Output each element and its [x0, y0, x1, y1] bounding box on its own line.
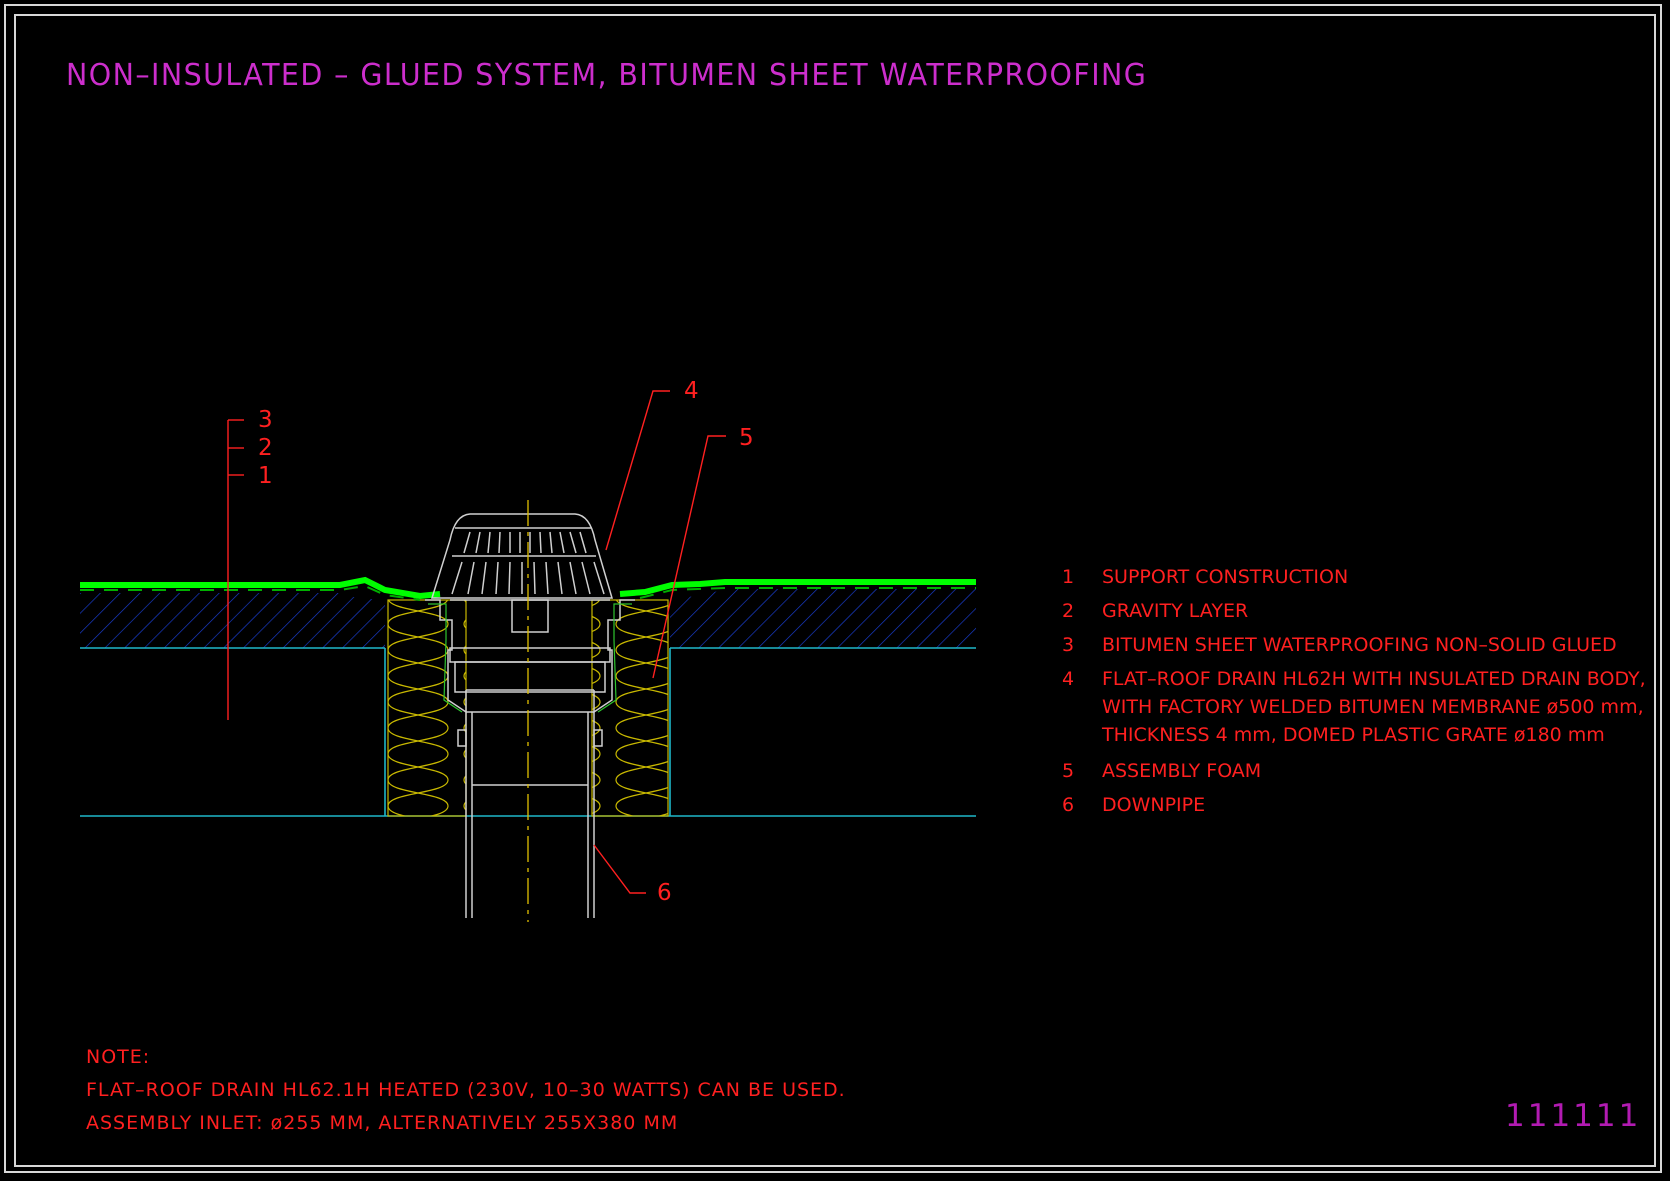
note-line-2: ASSEMBLY INLET: ø255 MM, ALTERNATIVELY 2…	[86, 1112, 679, 1134]
outer-border	[4, 4, 1662, 1173]
legend-text: WITH FACTORY WELDED BITUMEN MEMBRANE ø50…	[1102, 696, 1644, 718]
inner-border	[14, 14, 1656, 1167]
legend-text: DOWNPIPE	[1102, 794, 1206, 816]
bitumen-membrane	[80, 576, 976, 601]
legend-text: BITUMEN SHEET WATERPROOFING NON–SOLID GL…	[1102, 634, 1617, 656]
gravity-layer	[80, 589, 976, 648]
domed-grate	[430, 513, 614, 599]
drain-insulated-shell	[428, 603, 632, 713]
legend-text: THICKNESS 4 mm, DOMED PLASTIC GRATE ø180…	[1102, 724, 1605, 746]
drain-body	[425, 599, 635, 714]
legend-number: 2	[1062, 600, 1075, 622]
drawing-title: NON–INSULATED – GLUED SYSTEM, BITUMEN SH…	[66, 58, 1148, 93]
drawing-number: 111111	[1505, 1098, 1642, 1134]
legend-number: 1	[1062, 566, 1075, 588]
legend-number: 5	[1062, 760, 1075, 782]
legend-text: SUPPORT CONSTRUCTION	[1102, 566, 1349, 588]
legend-text: FLAT–ROOF DRAIN HL62H WITH INSULATED DRA…	[1102, 668, 1646, 690]
legend-number: 3	[1062, 634, 1075, 656]
legend-number: 6	[1062, 794, 1075, 816]
callout-4: 4	[684, 378, 700, 404]
note-line-1: FLAT–ROOF DRAIN HL62.1H HEATED (230V, 10…	[86, 1079, 846, 1101]
callout-6: 6	[657, 880, 673, 906]
callout-2: 2	[258, 435, 274, 461]
callout-1: 1	[258, 463, 274, 489]
leader-lines	[227, 390, 726, 894]
downpipe	[457, 712, 603, 918]
callout-3: 3	[258, 407, 274, 433]
callout-5: 5	[739, 425, 755, 451]
legend-text: ASSEMBLY FOAM	[1102, 760, 1262, 782]
legend-text: GRAVITY LAYER	[1102, 600, 1249, 622]
note-heading: NOTE:	[86, 1046, 151, 1068]
legend-number: 4	[1062, 668, 1075, 690]
